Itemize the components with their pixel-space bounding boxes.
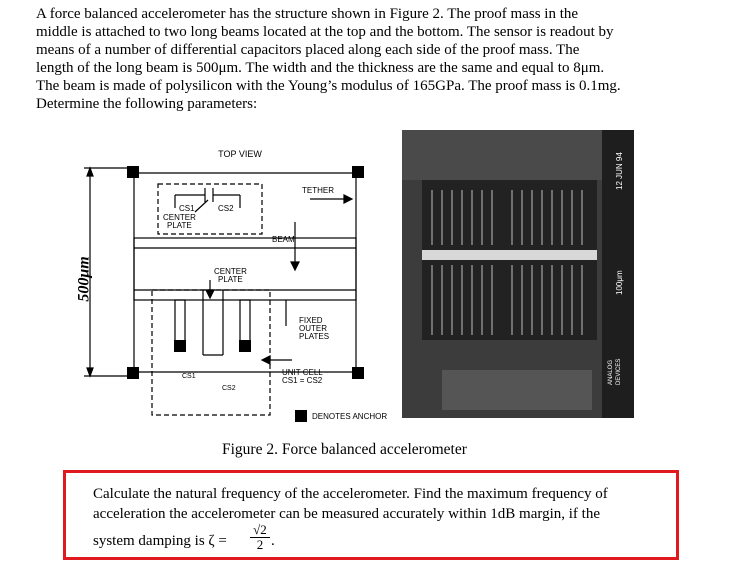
fixed-plates-label: FIXED [299, 316, 323, 325]
center-plate-label: CENTER [214, 267, 247, 276]
tether-label: TETHER [302, 186, 334, 195]
question-period: . [271, 533, 275, 549]
question-line: Calculate the natural frequency of the a… [93, 486, 608, 502]
damping-fraction: √2 2 [250, 523, 270, 552]
center-plate-label: PLATE [218, 275, 243, 284]
center-plate-label: PLATE [167, 221, 192, 230]
fraction-numerator: √2 [250, 523, 270, 538]
beam-label: BEAM [272, 235, 295, 244]
sem-scale-label: 100μm [615, 270, 624, 295]
figure-caption: Figure 2. Force balanced accelerometer [222, 441, 467, 458]
statement-line: middle is attached to two long beams loc… [36, 24, 614, 40]
sem-date-label: 12 JUN 94 [615, 152, 624, 190]
anchor-marks [127, 166, 364, 422]
question-line: acceleration the accelerometer can be me… [93, 506, 600, 522]
fraction-denominator: 2 [256, 537, 264, 552]
sem-logo-text: DEVICES [616, 359, 622, 385]
unit-cell-equation: CS1 = CS2 [282, 376, 323, 385]
fixed-plates-label: OUTER [299, 324, 327, 333]
sem-micrograph: 12 JUN 94 100μm ANALOG DEVICES [402, 130, 634, 418]
cs1-label: CS1 [179, 204, 195, 213]
statement-line: Determine the following parameters: [36, 96, 258, 112]
sem-logo-text: ANALOG [608, 360, 614, 385]
cs2-label: CS2 [218, 204, 234, 213]
cs1-small-label: CS1 [182, 373, 196, 380]
top-view-label: TOP VIEW [218, 149, 262, 159]
fixed-plates-label: PLATES [299, 332, 329, 341]
accelerometer-schematic: TOP VIEW CS1 CS2 CENTER PLATE TETHER BEA… [84, 149, 387, 422]
question-box: Calculate the natural frequency of the a… [63, 470, 679, 560]
statement-line: The beam is made of polysilicon with the… [36, 78, 621, 94]
statement-line: A force balanced accelerometer has the s… [36, 6, 579, 22]
question-line: system damping is ζ = [93, 533, 227, 549]
anchor-legend: DENOTES ANCHOR [312, 412, 387, 421]
statement-line: length of the long beam is 500μm. The wi… [36, 60, 605, 76]
center-plate-label: CENTER [163, 213, 196, 222]
statement-line: means of a number of differential capaci… [36, 42, 580, 58]
problem-statement: A force balanced accelerometer has the s… [36, 5, 664, 113]
cs2-small-label: CS2 [222, 385, 236, 392]
unit-cell-label: UNIT CELL [282, 368, 323, 377]
